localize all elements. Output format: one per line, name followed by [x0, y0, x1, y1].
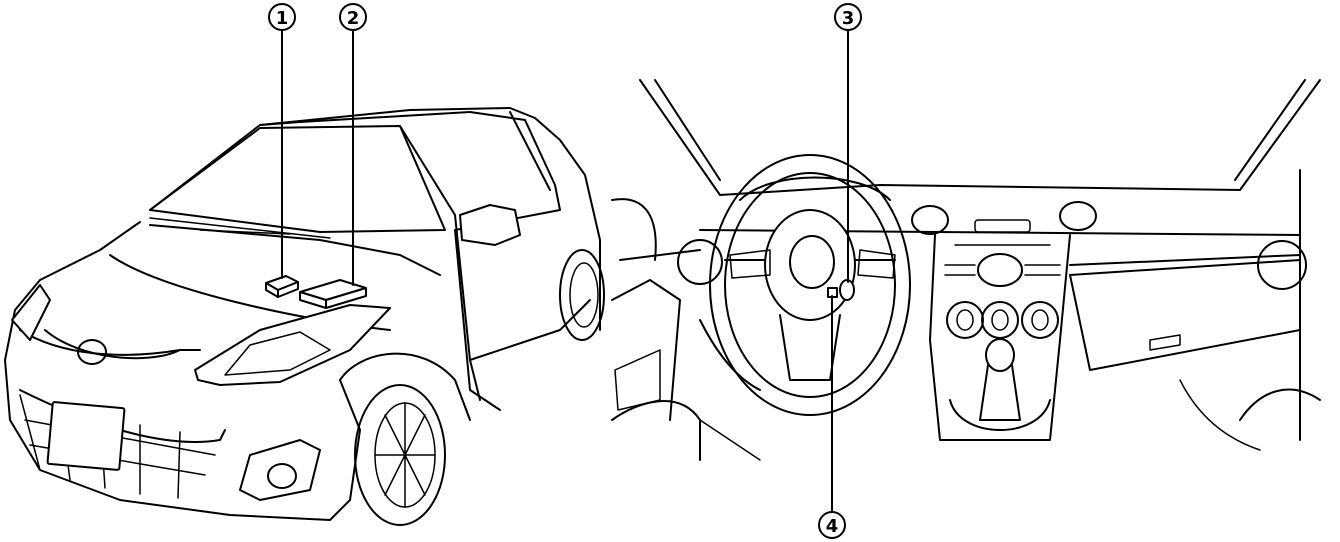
callout-1-label: 1: [276, 8, 289, 29]
hood-component-2: [299, 279, 367, 309]
callout-3: 3: [834, 3, 862, 31]
callout-4-label: 4: [826, 516, 839, 537]
callout-2-label: 2: [347, 8, 360, 29]
hood-component-1: [265, 275, 299, 298]
callout-2: 2: [339, 3, 367, 31]
car-exterior-illustration: [4, 107, 605, 526]
callout-4: 4: [818, 511, 846, 539]
callout-3-label: 3: [842, 8, 855, 29]
column-switch-3: [839, 279, 855, 301]
callout-1: 1: [268, 3, 296, 31]
dashboard-interior-illustration: [611, 79, 1321, 461]
